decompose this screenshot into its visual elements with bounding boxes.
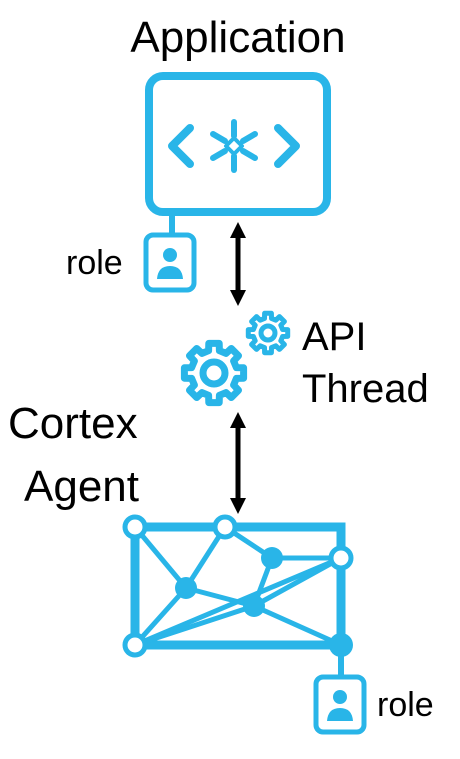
application-role-label: role [66,244,123,282]
cortex-agent-label-line1: Cortex [8,399,138,448]
gear-icon [245,310,291,356]
user-badge-icon [143,232,197,293]
gear-icon [180,339,248,407]
snowflake-code-icon [168,119,300,173]
agent-role-label: role [377,686,434,724]
network-graph-icon [122,514,354,658]
cortex-agent-label-line2: Agent [24,462,139,511]
user-badge-icon [313,674,367,735]
application-role-badge [143,232,197,293]
application-title: Application [130,13,345,62]
api-thread-label-line1: API [302,315,366,359]
api-thread-label-line2: Thread [302,367,429,411]
application-box [145,72,331,216]
agent-role-badge [313,674,367,735]
